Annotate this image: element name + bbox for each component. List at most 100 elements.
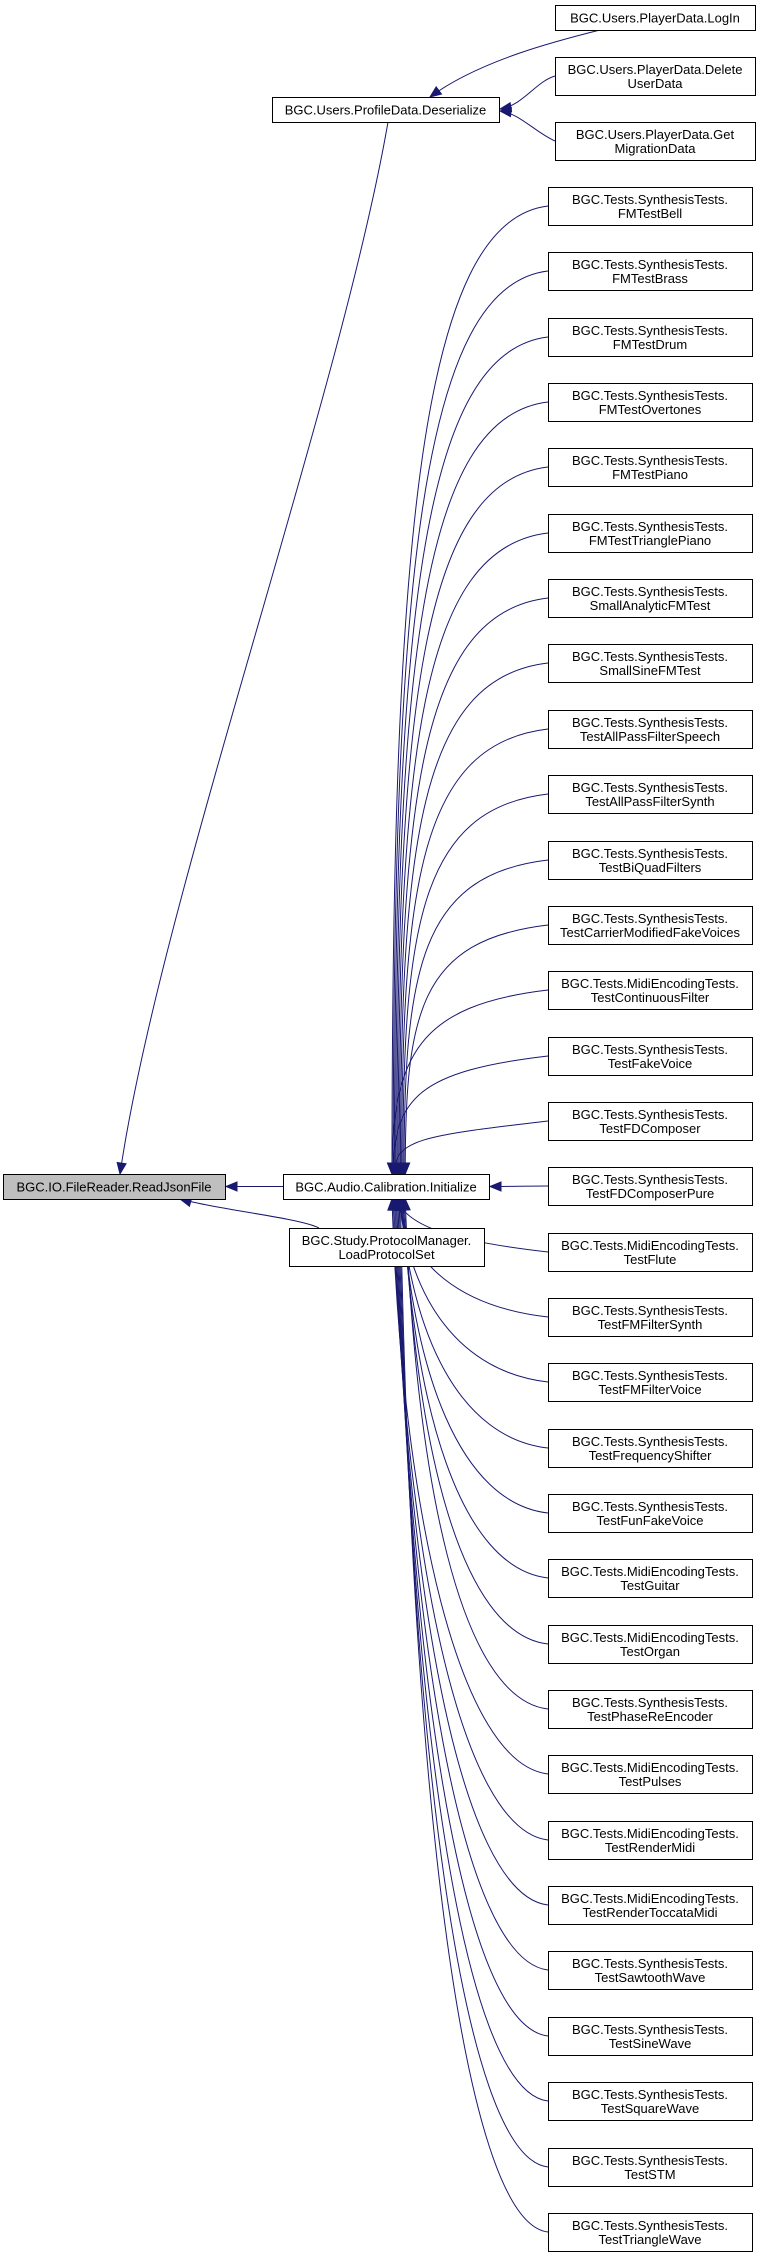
node-box [548,318,753,357]
node-label-line: BGC.Tests.SynthesisTests. [572,453,728,468]
node-label-line: BGC.Tests.SynthesisTests. [572,1303,728,1318]
node-label-line: BGC.Tests.SynthesisTests. [572,2087,728,2102]
node-label-line: BGC.Tests.SynthesisTests. [572,649,728,664]
node-trianglewave[interactable]: BGC.Tests.SynthesisTests.TestTriangleWav… [548,2213,753,2252]
node-phasereencoder[interactable]: BGC.Tests.SynthesisTests.TestPhaseReEnco… [548,1690,753,1729]
node-label-line: FMTestBell [618,206,682,221]
node-label-line: BGC.Tests.SynthesisTests. [572,2153,728,2168]
node-label-line: FMTestDrum [613,337,687,352]
node-label-line: BGC.Tests.SynthesisTests. [572,715,728,730]
node-label-line: BGC.Tests.SynthesisTests. [572,1042,728,1057]
node-rendermidi[interactable]: BGC.Tests.MidiEncodingTests.TestRenderMi… [548,1821,753,1860]
graph-edges [116,29,601,2233]
edge-squarewave-initialize [397,1198,549,2102]
node-funfake[interactable]: BGC.Tests.SynthesisTests.TestFunFakeVoic… [548,1494,753,1533]
node-fmfiltervoice[interactable]: BGC.Tests.SynthesisTests.TestFMFilterVoi… [548,1363,753,1402]
edge-fmfiltervoice-initialize [398,1198,549,1383]
node-biquad[interactable]: BGC.Tests.SynthesisTests.TestBiQuadFilte… [548,841,753,880]
node-box [555,122,756,161]
node-sawtooth[interactable]: BGC.Tests.SynthesisTests.TestSawtoothWav… [548,1951,753,1990]
node-login[interactable]: BGC.Users.PlayerData.LogIn [555,5,756,31]
node-label-line: BGC.Tests.SynthesisTests. [572,846,728,861]
node-stm[interactable]: BGC.Tests.SynthesisTests.TestSTM [548,2148,753,2187]
node-fmbrass[interactable]: BGC.Tests.SynthesisTests.FMTestBrass [548,252,753,291]
node-fmbell[interactable]: BGC.Tests.SynthesisTests.FMTestBell [548,187,753,226]
node-fmtripiano[interactable]: BGC.Tests.SynthesisTests.FMTestTriangleP… [548,514,753,553]
node-label-line: TestContinuousFilter [591,990,710,1005]
node-label-line: TestAllPassFilterSynth [585,794,714,809]
node-deserialize[interactable]: BGC.Users.ProfileData.Deserialize [272,97,500,123]
edge-getmigration-deserialize-arrowhead [498,106,512,118]
node-label-line: TestFMFilterSynth [598,1317,703,1332]
edge-login-deserialize [429,29,601,98]
node-continuous[interactable]: BGC.Tests.MidiEncodingTests.TestContinuo… [548,971,753,1010]
node-sinewave[interactable]: BGC.Tests.SynthesisTests.TestSineWave [548,2017,753,2056]
node-readjson[interactable]: BGC.IO.FileReader.ReadJsonFile [3,1174,226,1200]
node-label-line: TestFDComposer [599,1121,701,1136]
node-label-line: TestBiQuadFilters [599,860,702,875]
node-label-line: FMTestOvertones [599,402,702,417]
edge-deserialize-readjson [119,121,389,1175]
node-label-line: BGC.Tests.MidiEncodingTests. [561,1826,739,1841]
node-label-line: TestSquareWave [601,2101,700,2116]
node-label-line: UserData [628,76,684,91]
node-toccata[interactable]: BGC.Tests.MidiEncodingTests.TestRenderTo… [548,1886,753,1925]
node-smallsine[interactable]: BGC.Tests.SynthesisTests.SmallSineFMTest [548,644,753,683]
node-box [548,1102,753,1141]
node-box [548,1233,753,1272]
edge-fmovertones-initialize [395,401,549,1175]
node-label-line: TestAllPassFilterSpeech [580,729,720,744]
node-flute[interactable]: BGC.Tests.MidiEncodingTests.TestFlute [548,1233,753,1272]
node-fakevoice[interactable]: BGC.Tests.SynthesisTests.TestFakeVoice [548,1037,753,1076]
node-fmovertones[interactable]: BGC.Tests.SynthesisTests.FMTestOvertones [548,383,753,422]
node-freqshifter[interactable]: BGC.Tests.SynthesisTests.TestFrequencySh… [548,1429,753,1468]
node-smallanalytic[interactable]: BGC.Tests.SynthesisTests.SmallAnalyticFM… [548,579,753,618]
node-label-line: BGC.Tests.SynthesisTests. [572,1499,728,1514]
node-label-line: BGC.Tests.SynthesisTests. [572,519,728,534]
node-box [548,1951,753,1990]
node-fdcomposerpure[interactable]: BGC.Tests.SynthesisTests.TestFDComposerP… [548,1167,753,1206]
node-label-line: BGC.Users.PlayerData.Get [576,127,735,142]
node-label-line: BGC.Tests.MidiEncodingTests. [561,976,739,991]
node-box [548,1625,753,1664]
edge-biquad-initialize [403,859,549,1175]
node-fmdrum[interactable]: BGC.Tests.SynthesisTests.FMTestDrum [548,318,753,357]
node-label-line: BGC.Tests.SynthesisTests. [572,388,728,403]
node-fdcomposer[interactable]: BGC.Tests.SynthesisTests.TestFDComposer [548,1102,753,1141]
node-fmpiano[interactable]: BGC.Tests.SynthesisTests.FMTestPiano [548,448,753,487]
node-label-line: BGC.Tests.SynthesisTests. [572,1956,728,1971]
node-label-line: TestFMFilterVoice [598,1382,701,1397]
graph-nodes: BGC.IO.FileReader.ReadJsonFile BGC.Users.… [3,5,756,2252]
edge-carrier-initialize-arrowhead [399,1162,411,1176]
node-label-line: TestPulses [619,1774,682,1789]
node-squarewave[interactable]: BGC.Tests.SynthesisTests.TestSquareWave [548,2082,753,2121]
node-carrier[interactable]: BGC.Tests.SynthesisTests.TestCarrierModi… [548,906,753,945]
node-pulses[interactable]: BGC.Tests.MidiEncodingTests.TestPulses [548,1755,753,1794]
node-fmfiltersynth[interactable]: BGC.Tests.SynthesisTests.TestFMFilterSyn… [548,1298,753,1337]
node-label-line: MigrationData [615,141,697,156]
node-initialize[interactable]: BGC.Audio.Calibration.Initialize [283,1174,490,1200]
edge-pulses-initialize [391,1198,549,1775]
node-label-line: BGC.Tests.MidiEncodingTests. [561,1238,739,1253]
node-label-line: BGC.Study.ProtocolManager. [302,1233,472,1248]
node-label-line: TestRenderMidi [605,1840,695,1855]
node-label-line: LoadProtocolSet [338,1247,435,1262]
node-organ[interactable]: BGC.Tests.MidiEncodingTests.TestOrgan [548,1625,753,1664]
node-allpassspeech[interactable]: BGC.Tests.SynthesisTests.TestAllPassFilt… [548,710,753,749]
node-allpasssynth[interactable]: BGC.Tests.SynthesisTests.TestAllPassFilt… [548,775,753,814]
node-label-line: BGC.Tests.MidiEncodingTests. [561,1630,739,1645]
node-label-line: BGC.Tests.SynthesisTests. [572,1172,728,1187]
node-label-line: BGC.Users.PlayerData.LogIn [570,11,740,26]
node-loadprotocol[interactable]: BGC.Study.ProtocolManager.LoadProtocolSe… [289,1228,485,1267]
edge-fmbrass-initialize [392,270,549,1175]
node-label-line: TestFDComposerPure [586,1186,715,1201]
node-guitar[interactable]: BGC.Tests.MidiEncodingTests.TestGuitar [548,1559,753,1598]
node-box [548,644,753,683]
node-box [283,1174,490,1200]
edge-smallsine-initialize [399,662,549,1175]
node-box [548,2017,753,2056]
node-label-line: BGC.Tests.SynthesisTests. [572,2022,728,2037]
